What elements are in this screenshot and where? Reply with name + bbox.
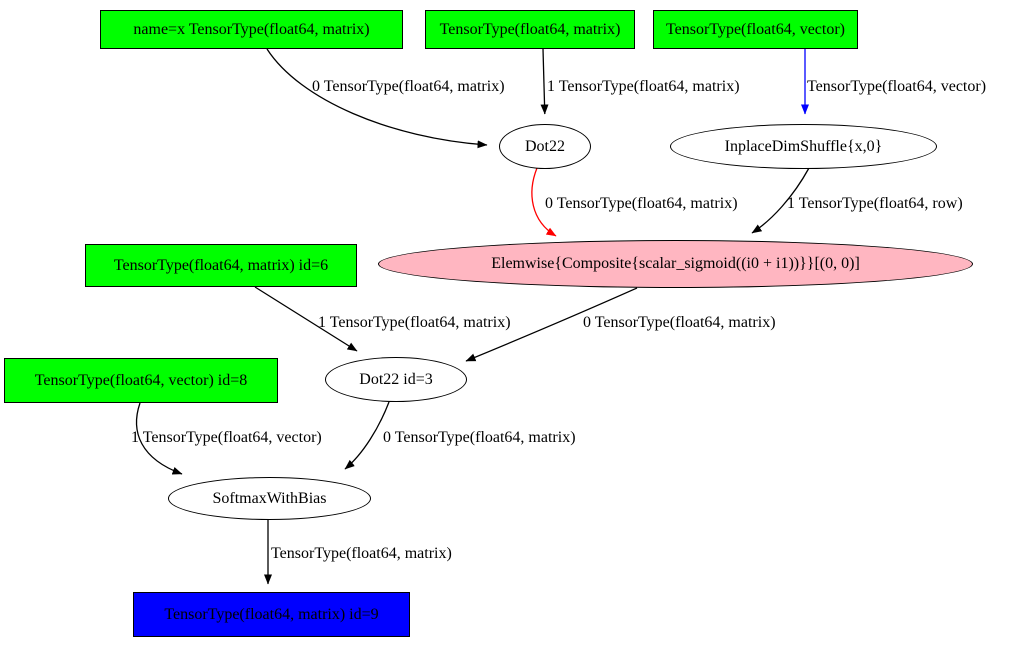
edge-dot22id3-to-softmax: [344, 401, 390, 470]
node-input-id6: TensorType(float64, matrix) id=6: [85, 244, 357, 287]
edge-matrix-to-dot22: [540, 48, 549, 115]
node-dot22-id3-op: Dot22 id=3: [325, 357, 467, 402]
node-input-x: name=x TensorType(float64, matrix): [100, 10, 403, 49]
edge-id6-to-dot22id3: [254, 286, 358, 352]
edge-label-dot22-to-elemwise: 0 TensorType(float64, matrix): [545, 195, 738, 212]
edge-label-id8-to-softmax: 1 TensorType(float64, vector): [131, 429, 322, 446]
node-elemwise-sigmoid-op: Elemwise{Composite{scalar_sigmoid((i0 + …: [378, 240, 973, 288]
node-softmaxwithbias-op: SoftmaxWithBias: [168, 477, 371, 520]
edge-label-id6-to-dot22id3: 1 TensorType(float64, matrix): [318, 314, 511, 331]
edge-id8-to-softmax: [136, 402, 183, 475]
node-input-vector: TensorType(float64, vector): [653, 10, 858, 49]
node-output-id9: TensorType(float64, matrix) id=9: [133, 592, 410, 637]
edge-label-x-to-dot22: 0 TensorType(float64, matrix): [312, 78, 505, 95]
edge-elemwise-to-dot22id3: [465, 287, 638, 362]
edge-x-to-dot22: [266, 48, 488, 149]
edge-label-dot22id3-to-softmax: 0 TensorType(float64, matrix): [383, 429, 576, 446]
edge-dot22-to-elemwise: [531, 167, 557, 237]
edge-label-elemwise-to-dot22id3: 0 TensorType(float64, matrix): [583, 314, 776, 331]
node-dot22-op: Dot22: [499, 124, 591, 169]
node-input-id8: TensorType(float64, vector) id=8: [4, 358, 278, 403]
edge-dimshuffle-to-elemwise: [751, 167, 810, 234]
edge-label-dimshuffle-to-elemwise: 1 TensorType(float64, row): [787, 195, 963, 212]
edge-label-softmax-to-output: TensorType(float64, matrix): [271, 545, 452, 562]
edge-label-vector-to-dimshuffle: TensorType(float64, vector): [807, 78, 987, 95]
node-inplacedimshuffle-op: InplaceDimShuffle{x,0}: [670, 124, 937, 169]
edge-label-matrix-to-dot22: 1 TensorType(float64, matrix): [547, 78, 740, 95]
node-input-matrix: TensorType(float64, matrix): [425, 10, 635, 49]
